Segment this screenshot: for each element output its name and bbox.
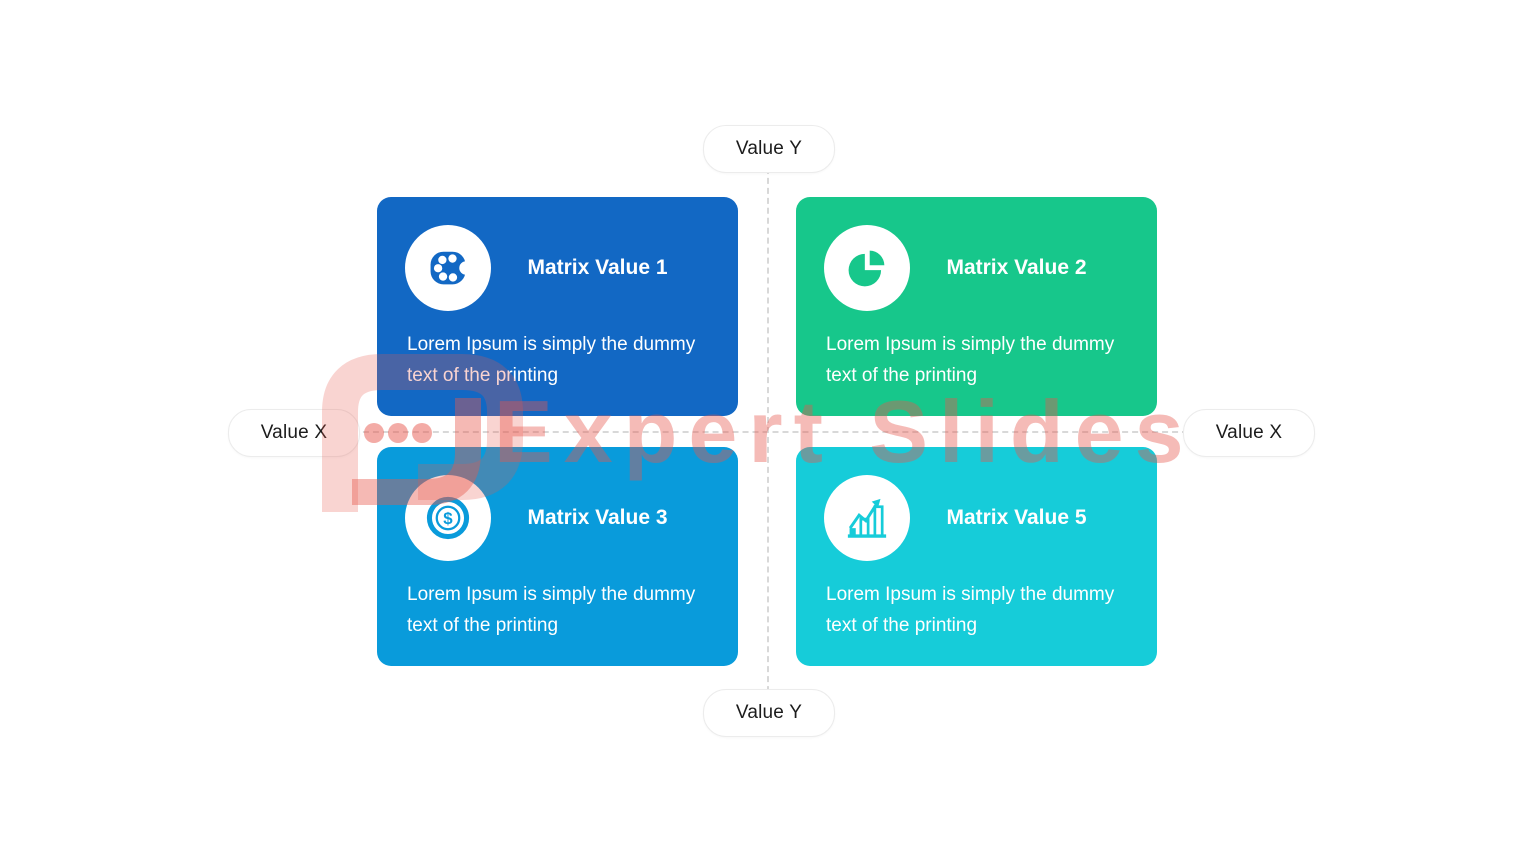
card-title: Matrix Value 1 bbox=[527, 256, 668, 279]
axis-label-text: Value Y bbox=[735, 702, 803, 723]
vertical-axis-dashed-line bbox=[767, 148, 769, 712]
axis-label-value-x-left: Value X bbox=[228, 409, 360, 457]
matrix-card-5: Matrix Value 5 Lorem Ipsum is simply the… bbox=[796, 447, 1157, 666]
dollar-coin-icon: $ bbox=[405, 475, 491, 561]
card-header: Matrix Value 1 bbox=[377, 197, 738, 311]
card-header: Matrix Value 2 bbox=[796, 197, 1157, 311]
svg-text:$: $ bbox=[443, 509, 453, 528]
card-description: Lorem Ipsum is simply the dummy text of … bbox=[826, 334, 1115, 386]
card-title: Matrix Value 5 bbox=[946, 506, 1087, 529]
horizontal-axis-dashed-line bbox=[293, 431, 1248, 433]
card-description: Lorem Ipsum is simply the dummy text of … bbox=[407, 334, 696, 386]
axis-label-text: Value X bbox=[260, 422, 328, 443]
card-description: Lorem Ipsum is simply the dummy text of … bbox=[407, 584, 696, 636]
card-title: Matrix Value 3 bbox=[527, 506, 668, 529]
palette-dots-icon bbox=[405, 225, 491, 311]
axis-label-value-y-top: Value Y bbox=[703, 125, 835, 173]
axis-label-value-x-right: Value X bbox=[1183, 409, 1315, 457]
pie-chart-icon bbox=[824, 225, 910, 311]
card-description: Lorem Ipsum is simply the dummy text of … bbox=[826, 584, 1115, 636]
matrix-card-1: Matrix Value 1 Lorem Ipsum is simply the… bbox=[377, 197, 738, 416]
axis-label-value-y-bottom: Value Y bbox=[703, 689, 835, 737]
matrix-card-2: Matrix Value 2 Lorem Ipsum is simply the… bbox=[796, 197, 1157, 416]
card-title: Matrix Value 2 bbox=[946, 256, 1087, 279]
bar-chart-growth-icon bbox=[824, 475, 910, 561]
axis-label-text: Value Y bbox=[735, 138, 803, 159]
card-header: Matrix Value 5 bbox=[796, 447, 1157, 561]
axis-label-text: Value X bbox=[1215, 422, 1283, 443]
matrix-card-3: $ Matrix Value 3 Lorem Ipsum is simply t… bbox=[377, 447, 738, 666]
card-header: $ Matrix Value 3 bbox=[377, 447, 738, 561]
